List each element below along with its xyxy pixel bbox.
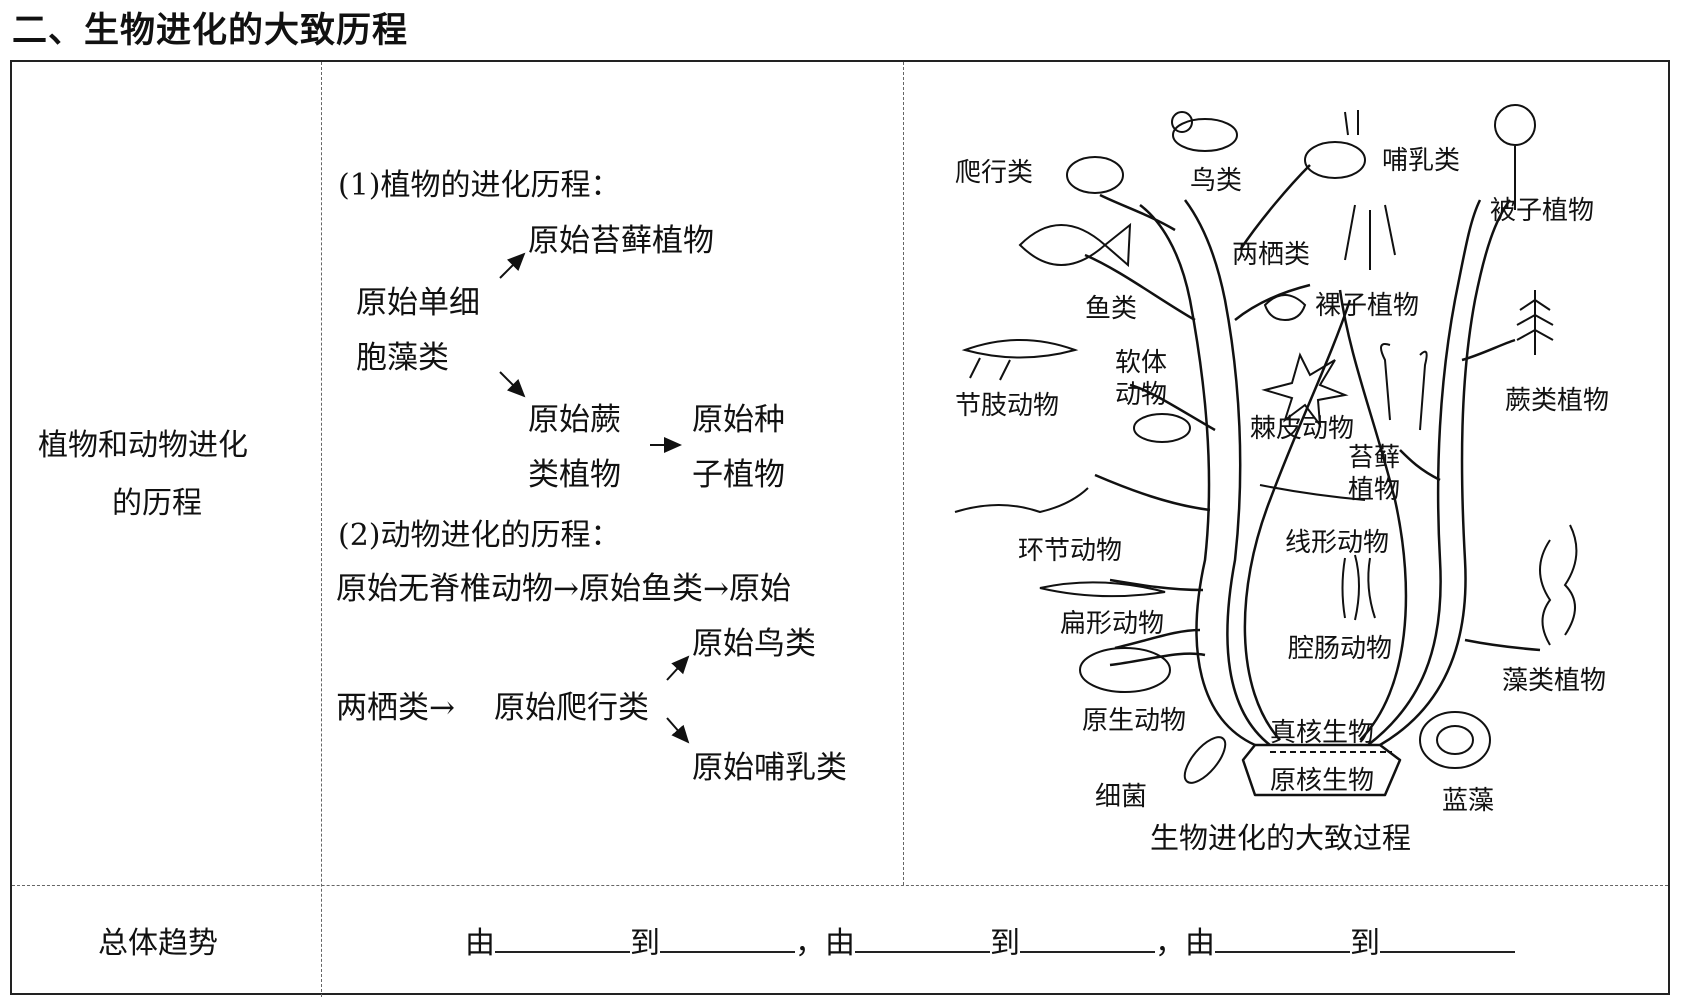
label-echinoderms: 棘皮动物 (1250, 408, 1354, 445)
label-mollusc-line2: 动物 (1115, 374, 1167, 411)
branch-fern (1462, 340, 1515, 360)
bacteria-drawing (1178, 731, 1232, 789)
row2-label: 总体趋势 (98, 918, 218, 962)
frog-drawing (1265, 295, 1305, 320)
trend-to-2: 到 (990, 926, 1020, 961)
label-amphibians: 两栖类 (1232, 234, 1310, 271)
rabbit-drawing (1305, 142, 1365, 178)
label-coelenterates: 腔肠动物 (1288, 628, 1392, 665)
branch-annelid (1095, 475, 1210, 510)
label-bacteria: 细菌 (1095, 776, 1147, 813)
label-reptiles: 爬行类 (955, 152, 1033, 189)
fish-drawing (1020, 225, 1130, 265)
hydra-drawing (1343, 555, 1376, 620)
label-annelids: 环节动物 (1018, 530, 1122, 567)
trend-to-3: 到 (1350, 926, 1380, 961)
trend-comma-1: ， (795, 926, 825, 961)
label-birds: 鸟类 (1190, 160, 1242, 197)
grasshopper-drawing (965, 340, 1075, 380)
branch-algae (1465, 640, 1540, 650)
trend-from-1: 由 (465, 926, 495, 961)
trend-comma-2: ， (1155, 926, 1185, 961)
answer-blank-1[interactable] (495, 923, 630, 953)
algae-drawing (1540, 525, 1576, 645)
trend-from-3: 由 (1185, 926, 1215, 961)
label-flatworms: 扁形动物 (1060, 603, 1164, 640)
tree-caption: 生物进化的大致过程 (1150, 815, 1411, 857)
branch-reptile (1100, 195, 1175, 230)
gymnosperm-drawing (1345, 205, 1395, 270)
bird-drawing (1173, 119, 1237, 151)
label-ferns: 蕨类植物 (1505, 380, 1609, 417)
branch-moss (1400, 450, 1440, 480)
fern-drawing (1517, 290, 1553, 355)
trend-from-2: 由 (825, 926, 855, 961)
label-mammals: 哺乳类 (1382, 140, 1460, 177)
paramecium-drawing (1080, 648, 1170, 692)
label-gymnosperms: 裸子植物 (1315, 285, 1419, 322)
label-cyanobacteria: 蓝藻 (1442, 780, 1494, 817)
label-eukaryotes: 真核生物 (1270, 712, 1374, 749)
answer-blank-5[interactable] (1215, 923, 1350, 953)
label-algae: 藻类植物 (1502, 660, 1606, 697)
turtle-drawing (1067, 157, 1123, 193)
tree-left-branch (1140, 205, 1255, 745)
cyanobacteria-drawing (1420, 712, 1490, 768)
earthworm-drawing (955, 488, 1088, 512)
label-nematodes: 线形动物 (1285, 522, 1389, 559)
answer-blank-3[interactable] (855, 923, 990, 953)
answer-blank-2[interactable] (660, 923, 795, 953)
label-fish: 鱼类 (1085, 288, 1137, 325)
answer-blank-6[interactable] (1380, 923, 1515, 953)
trend-sentence: 由到，由到，由到 (465, 918, 1515, 962)
label-angiosperms: 被子植物 (1490, 190, 1594, 227)
shell-drawing (1134, 414, 1190, 442)
moss-drawing (1381, 344, 1427, 430)
label-prokaryotes: 原核生物 (1270, 760, 1374, 797)
label-moss-line2: 植物 (1348, 469, 1400, 506)
label-protozoa: 原生动物 (1082, 700, 1186, 737)
label-arthropods: 节肢动物 (955, 385, 1059, 422)
answer-blank-4[interactable] (1020, 923, 1155, 953)
trend-to-1: 到 (630, 926, 660, 961)
